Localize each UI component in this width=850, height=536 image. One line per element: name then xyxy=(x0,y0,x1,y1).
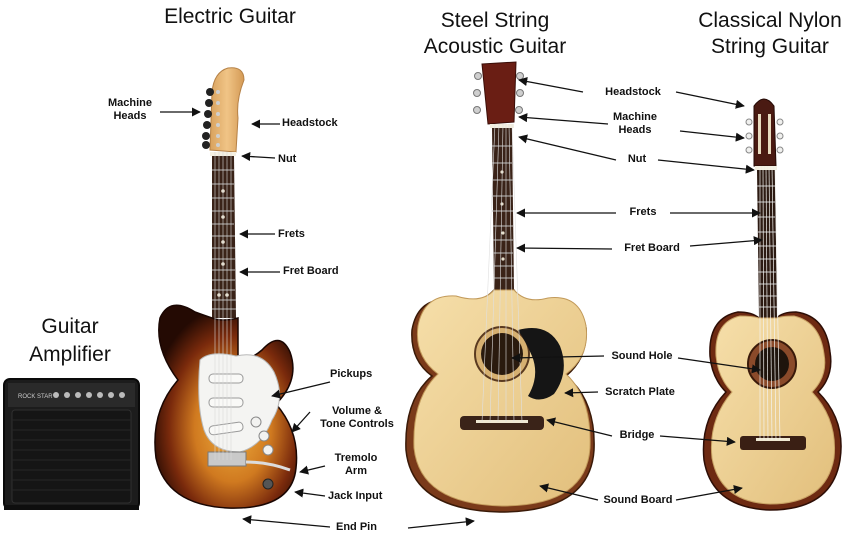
electric-guitar xyxy=(154,67,298,509)
label-tremolo-line1: Tremolo xyxy=(334,452,378,464)
title-electric-guitar: Electric Guitar xyxy=(164,5,296,28)
title-classical-line1: Classical Nylon xyxy=(698,9,842,32)
title-amplifier-line2: Amplifier xyxy=(29,343,111,366)
label-sound-board: Sound Board xyxy=(603,494,673,506)
title-amplifier-line1: Guitar xyxy=(41,315,99,338)
title-classical-line2: String Guitar xyxy=(711,35,829,58)
label-machine-heads-line1: Machine xyxy=(107,97,152,109)
label-fret-board: Fret Board xyxy=(283,265,339,277)
pointer-arrows xyxy=(160,77,763,529)
label-volume-line1: Volume & xyxy=(332,405,382,417)
amp-badge: ROCK STAR xyxy=(18,394,53,400)
label-sound-hole: Sound Hole xyxy=(611,350,673,362)
label-nut: Nut xyxy=(278,153,297,165)
label-frets: Frets xyxy=(278,228,305,240)
title-steel-string-line1: Steel String xyxy=(440,9,550,32)
label-end-pin: End Pin xyxy=(336,521,377,533)
title-steel-string-line2: Acoustic Guitar xyxy=(423,35,567,58)
label-tremolo-line2: Arm xyxy=(344,465,367,477)
label-pickups: Pickups xyxy=(330,368,373,380)
label-scratch-plate: Scratch Plate xyxy=(605,386,675,398)
label-machine-heads-line2: Heads xyxy=(113,110,147,122)
amplifier: ROCK STAR xyxy=(3,378,140,510)
label-acoustic-fret-board: Fret Board xyxy=(624,242,680,254)
label-acoustic-machine-heads-line1: Machine xyxy=(612,111,657,123)
label-acoustic-headstock: Headstock xyxy=(605,86,661,98)
label-acoustic-frets: Frets xyxy=(629,206,657,218)
label-acoustic-nut: Nut xyxy=(627,153,647,165)
label-bridge: Bridge xyxy=(619,429,655,441)
label-volume-line2: Tone Controls xyxy=(320,418,394,430)
acoustic-guitar xyxy=(405,61,595,513)
label-jack-input: Jack Input xyxy=(328,490,383,502)
label-headstock: Headstock xyxy=(282,117,338,129)
classical-guitar xyxy=(702,98,842,511)
label-acoustic-machine-heads-line2: Heads xyxy=(618,124,652,136)
